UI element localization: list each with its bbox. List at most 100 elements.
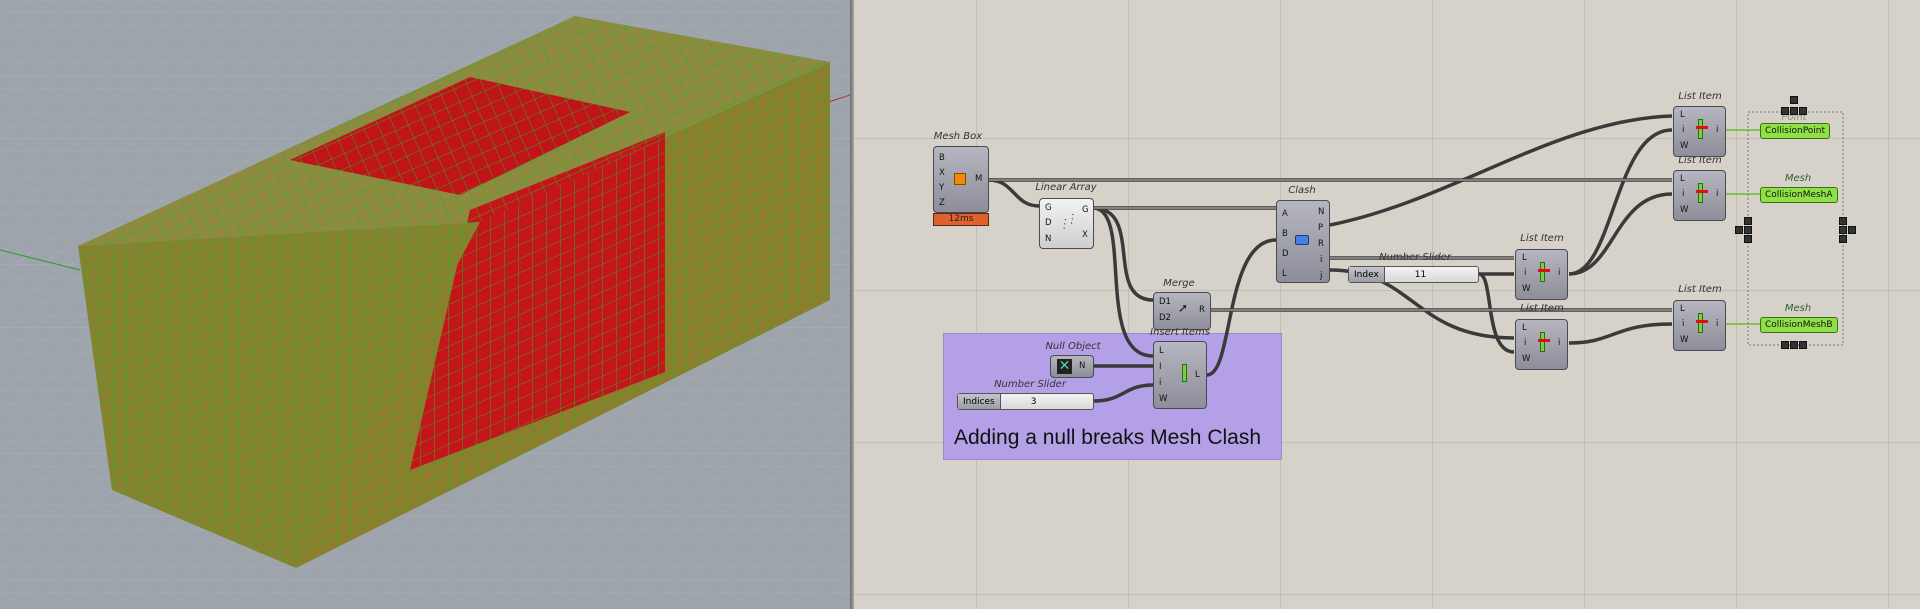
viewport-scene (0, 0, 850, 609)
output-r[interactable]: R (1199, 305, 1205, 315)
null-object-component[interactable]: ✕ N (1050, 355, 1094, 378)
list-item-component[interactable]: L i W i (1515, 319, 1568, 370)
input-index[interactable]: i (1159, 378, 1162, 388)
grasshopper-canvas[interactable]: Adding a null breaks Mesh Clash Mesh Box… (854, 0, 1920, 609)
output-g[interactable]: G (1082, 205, 1089, 215)
align-button[interactable] (1744, 226, 1752, 234)
slider-value[interactable]: 3 (1030, 396, 1037, 407)
input-l[interactable]: L (1159, 346, 1164, 356)
output-r[interactable]: R (1318, 239, 1324, 249)
output-x[interactable]: X (1082, 230, 1088, 240)
input-i[interactable]: i (1682, 319, 1685, 329)
input-l[interactable]: L (1522, 253, 1527, 263)
input-l[interactable]: L (1680, 304, 1685, 314)
linear-array-component[interactable]: G D N ⋰⋰ G X (1039, 198, 1094, 249)
panel-title-mesh-a: Mesh (1784, 173, 1812, 184)
output-i[interactable]: i (1558, 268, 1561, 278)
input-item[interactable]: I (1159, 362, 1162, 372)
input-x[interactable]: X (939, 168, 945, 178)
align-button[interactable] (1790, 96, 1798, 104)
output-i[interactable]: i (1320, 255, 1323, 265)
align-button[interactable] (1790, 107, 1798, 115)
output-i[interactable]: i (1558, 338, 1561, 348)
input-w[interactable]: W (1680, 141, 1689, 151)
output-m[interactable]: M (975, 174, 983, 184)
align-button[interactable] (1790, 341, 1798, 349)
arrow-icon (1538, 339, 1550, 342)
input-d[interactable]: D (1282, 249, 1289, 259)
input-i[interactable]: i (1524, 338, 1527, 348)
output-i[interactable]: i (1716, 189, 1719, 199)
input-b[interactable]: B (1282, 229, 1288, 239)
input-l[interactable]: L (1522, 323, 1527, 333)
align-button[interactable] (1839, 235, 1847, 243)
input-d[interactable]: D (1045, 218, 1052, 228)
wire (988, 178, 1040, 208)
align-button[interactable] (1799, 107, 1807, 115)
output-i[interactable]: i (1716, 319, 1719, 329)
input-w[interactable]: W (1159, 394, 1168, 404)
align-button[interactable] (1781, 107, 1789, 115)
input-w[interactable]: W (1680, 205, 1689, 215)
input-l[interactable]: L (1680, 174, 1685, 184)
input-b[interactable]: B (939, 153, 945, 163)
output-n[interactable]: N (1318, 207, 1325, 217)
slider-value[interactable]: 11 (1414, 269, 1427, 280)
clash-component[interactable]: A B D L N P R i j (1276, 200, 1330, 283)
input-g[interactable]: G (1045, 203, 1052, 213)
input-d1[interactable]: D1 (1159, 297, 1171, 307)
list-item-title: List Item (1678, 155, 1722, 166)
input-z[interactable]: Z (939, 198, 945, 208)
arrow-icon (1696, 190, 1708, 193)
wire (1568, 192, 1673, 276)
input-l[interactable]: L (1282, 269, 1287, 279)
profiler-timer: 12ms (933, 213, 989, 226)
align-button[interactable] (1839, 217, 1847, 225)
viewport-divider[interactable] (850, 0, 854, 609)
panel-collision-point[interactable]: CollisionPoint (1760, 123, 1831, 139)
input-w[interactable]: W (1522, 354, 1531, 364)
clash-icon (1295, 235, 1309, 245)
list-item-component[interactable]: L i W i (1515, 249, 1568, 300)
output-n[interactable]: N (1079, 361, 1086, 371)
input-l[interactable]: L (1680, 110, 1685, 120)
list-item-icon (1698, 119, 1703, 139)
output-l[interactable]: L (1195, 370, 1200, 380)
align-button[interactable] (1839, 226, 1847, 234)
input-i[interactable]: i (1682, 189, 1685, 199)
list-item-component[interactable]: L i W i (1673, 300, 1726, 351)
wire (1568, 128, 1673, 276)
insert-items-component[interactable]: L I i W L (1153, 341, 1207, 409)
indices-slider[interactable]: Indices 3 (957, 393, 1094, 410)
list-item-component[interactable]: L i W i (1673, 170, 1726, 221)
input-i[interactable]: i (1682, 125, 1685, 135)
align-button[interactable] (1848, 226, 1856, 234)
input-n[interactable]: N (1045, 234, 1052, 244)
align-button[interactable] (1744, 235, 1752, 243)
panel-title-point: Point (1781, 112, 1807, 123)
slider-index-title: Number Slider (1379, 252, 1451, 263)
list-item-component[interactable]: L i W i (1673, 106, 1726, 157)
output-j[interactable]: j (1320, 271, 1323, 281)
align-button[interactable] (1781, 341, 1789, 349)
input-w[interactable]: W (1522, 284, 1531, 294)
input-y[interactable]: Y (939, 183, 945, 193)
output-p[interactable]: P (1318, 223, 1324, 233)
clash-title: Clash (1288, 185, 1316, 196)
align-button[interactable] (1735, 226, 1743, 234)
align-button[interactable] (1799, 341, 1807, 349)
input-i[interactable]: i (1524, 268, 1527, 278)
merge-component[interactable]: D1 D2 ➚ R (1153, 292, 1211, 330)
arrow-icon (1696, 320, 1708, 323)
output-i[interactable]: i (1716, 125, 1719, 135)
linear-array-icon: ⋰⋰ (1058, 212, 1080, 232)
mesh-box-component[interactable]: B X Y Z M (933, 146, 989, 213)
input-a[interactable]: A (1282, 209, 1288, 219)
input-w[interactable]: W (1680, 335, 1689, 345)
panel-collision-mesh-b[interactable]: CollisionMeshB (1760, 317, 1838, 333)
input-d2[interactable]: D2 (1159, 313, 1171, 323)
rhino-viewport[interactable] (0, 0, 850, 609)
index-slider[interactable]: Index 11 (1348, 266, 1479, 283)
align-button[interactable] (1744, 217, 1752, 225)
panel-collision-mesh-a[interactable]: CollisionMeshA (1760, 187, 1838, 203)
